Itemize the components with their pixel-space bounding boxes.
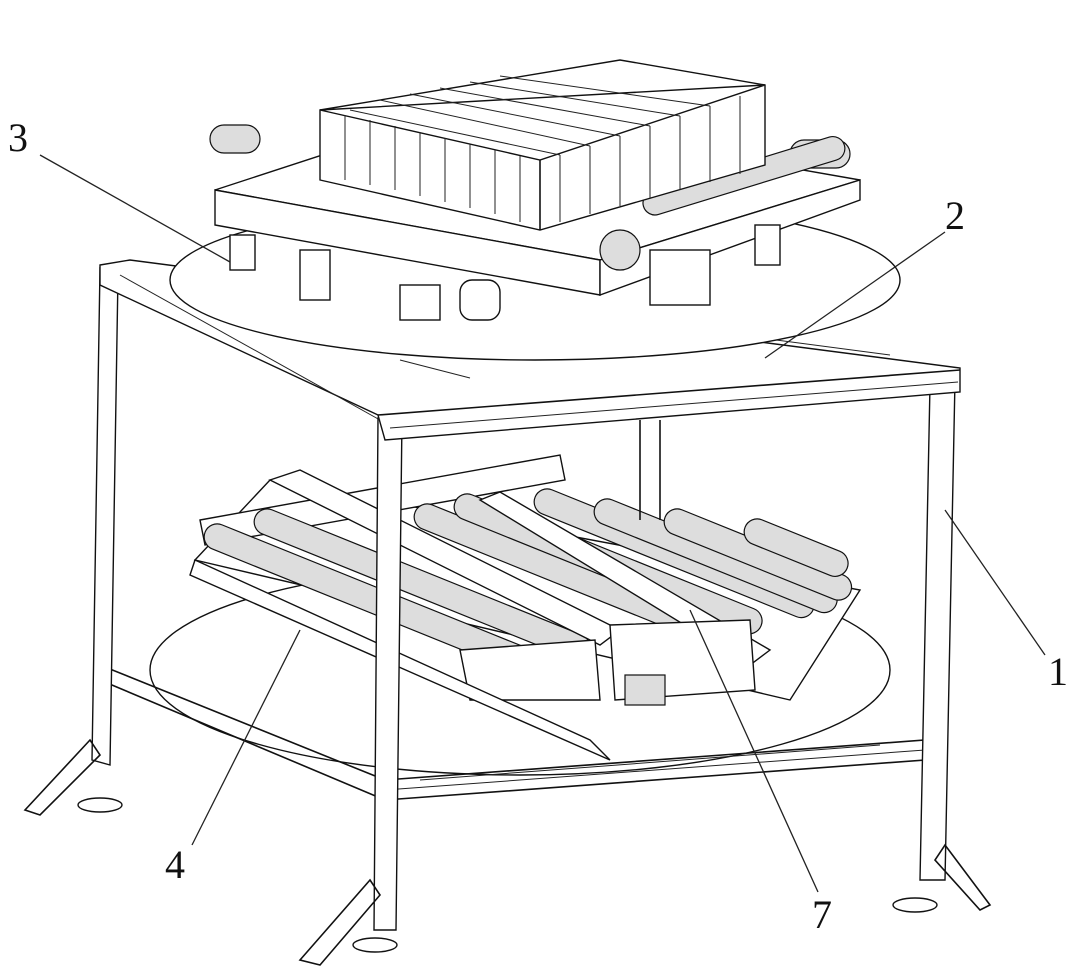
- leader-line-3: [39, 154, 231, 263]
- reference-label-3: 3: [8, 115, 28, 160]
- leader-line-4: [191, 629, 301, 846]
- upper-conveyor-assembly: [209, 59, 861, 321]
- reference-label-2: 2: [945, 193, 965, 238]
- leader-line-2: [764, 231, 946, 359]
- leader-line-7: [689, 609, 819, 893]
- lower-conveyor-assembly: [189, 454, 862, 761]
- leader-line-1: [944, 509, 1046, 656]
- frame-legs: [23, 266, 992, 966]
- leader-lines: [39, 154, 1046, 893]
- reference-label-1: 1: [1048, 649, 1068, 694]
- reference-label-7: 7: [812, 892, 832, 937]
- reference-label-4: 4: [165, 842, 185, 887]
